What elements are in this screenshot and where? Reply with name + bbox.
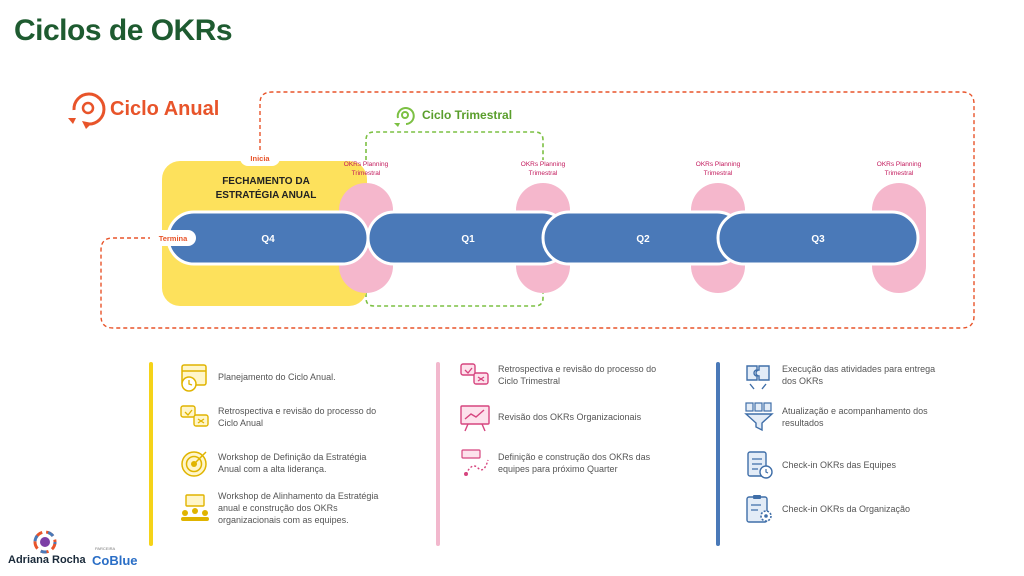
retrospective-review-icon bbox=[180, 405, 209, 427]
item-text: Workshop de Definição da Estratégia bbox=[218, 452, 367, 462]
checklist-clock-icon bbox=[747, 451, 773, 479]
item-text: resultados bbox=[782, 418, 824, 428]
planning-label: Trimestral bbox=[529, 170, 558, 177]
item-text: equipes para próximo Quarter bbox=[498, 464, 618, 474]
quarter-label: Q4 bbox=[261, 234, 275, 245]
quarterly-cycle-label: Ciclo Trimestral bbox=[422, 108, 512, 122]
planning-label: Trimestral bbox=[885, 170, 914, 177]
list-item: Check-in OKRs da Organização bbox=[742, 492, 910, 526]
team-workshop-icon bbox=[181, 494, 209, 521]
item-text: Execução das atividades para entrega bbox=[782, 364, 936, 374]
author-name: Adriana Rocha bbox=[8, 554, 86, 566]
item-text: Anual com a alta liderança. bbox=[218, 464, 327, 474]
planning-label: Trimestral bbox=[704, 170, 733, 177]
item-text: Definição e construção dos OKRs das bbox=[498, 452, 651, 462]
list-item: Workshop de Alinhamento da Estratégia an… bbox=[178, 490, 378, 526]
puzzle-execution-icon bbox=[746, 365, 770, 390]
column-bar-annual bbox=[149, 362, 153, 546]
item-text: anual e construção dos OKRs bbox=[218, 503, 338, 513]
item-text: Planejamento do Ciclo Anual. bbox=[218, 372, 336, 382]
planning-label: OKRs Planning bbox=[344, 161, 389, 168]
item-text: organizacionais com as equipes. bbox=[218, 515, 349, 525]
quarter-label: Q3 bbox=[811, 234, 825, 245]
annual-cycle-icon bbox=[68, 92, 106, 129]
quarter-label: Q2 bbox=[636, 234, 650, 245]
quarter-bar-q3 bbox=[716, 210, 920, 266]
list-item: Retrospectiva e revisão do processo do C… bbox=[458, 358, 656, 392]
target-icon bbox=[181, 451, 207, 477]
closing-box-title-line2: ESTRATÉGIA ANUAL bbox=[216, 188, 317, 201]
goal-path-icon bbox=[461, 449, 489, 476]
author-logo-icon bbox=[33, 530, 57, 554]
quarterly-cycle-loop bbox=[365, 131, 544, 307]
planning-label: OKRs Planning bbox=[877, 161, 922, 168]
item-text: Ciclo Anual bbox=[218, 418, 264, 428]
item-text: Check-in OKRs da Organização bbox=[782, 504, 911, 514]
item-text: Ciclo Trimestral bbox=[498, 376, 561, 386]
list-item: Check-in OKRs das Equipes bbox=[742, 448, 896, 482]
item-text: Check-in OKRs das Equipes bbox=[782, 460, 897, 470]
list-item: Retrospectiva e revisão do processo do C… bbox=[178, 400, 376, 434]
annual-cycle-label: Ciclo Anual bbox=[110, 98, 219, 120]
brand-prefix: PARCEIRA bbox=[95, 546, 116, 551]
start-label: Inicia bbox=[250, 154, 270, 163]
item-text: Atualização e acompanhamento dos bbox=[782, 406, 928, 416]
list-item: Revisão dos OKRs Organizacionais bbox=[458, 400, 641, 434]
end-pill bbox=[150, 230, 196, 246]
item-text: Workshop de Alinhamento da Estratégia bbox=[218, 491, 379, 501]
list-item: Execução das atividades para entrega dos… bbox=[742, 358, 935, 392]
planning-label: OKRs Planning bbox=[521, 161, 566, 168]
list-item: Planejamento do Ciclo Anual. bbox=[178, 360, 336, 394]
clipboard-gear-icon bbox=[746, 495, 772, 523]
presentation-board-icon bbox=[460, 405, 490, 432]
column-bar-execution bbox=[716, 362, 720, 546]
retrospective-review-icon bbox=[460, 363, 489, 385]
funnel-reports-icon bbox=[744, 402, 774, 432]
item-text: Retrospectiva e revisão do processo do bbox=[498, 364, 657, 374]
planning-label: OKRs Planning bbox=[696, 161, 741, 168]
page-title: Ciclos de OKRs bbox=[14, 14, 233, 47]
closing-box-title-line1: FECHAMENTO DA bbox=[222, 176, 310, 187]
brand-logo-text: CoBlue bbox=[92, 553, 138, 568]
annual-cycle-loop bbox=[100, 91, 975, 329]
list-item: Atualização e acompanhamento dos resulta… bbox=[742, 400, 928, 434]
column-bar-quarterly bbox=[436, 362, 440, 546]
quarter-label: Q1 bbox=[461, 234, 475, 245]
quarterly-cycle-icon bbox=[394, 107, 415, 127]
start-pill bbox=[240, 150, 280, 166]
list-item: Workshop de Definição da Estratégia Anua… bbox=[178, 446, 366, 480]
item-text: Revisão dos OKRs Organizacionais bbox=[498, 412, 642, 422]
list-item: Definição e construção dos OKRs das equi… bbox=[458, 446, 650, 480]
item-text: dos OKRs bbox=[782, 376, 824, 386]
end-label: Termina bbox=[159, 234, 188, 243]
calendar-clock-icon bbox=[181, 364, 207, 392]
item-text: Retrospectiva e revisão do processo do bbox=[218, 406, 377, 416]
planning-label: Trimestral bbox=[352, 170, 381, 177]
